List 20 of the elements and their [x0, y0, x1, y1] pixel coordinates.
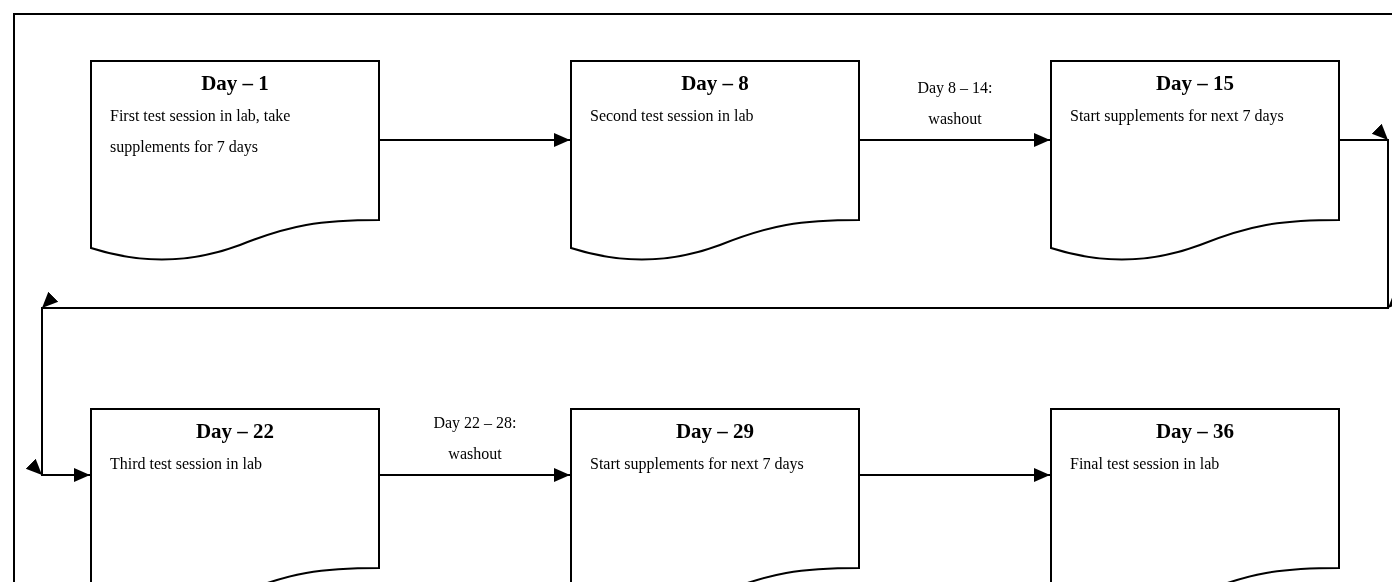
document-shape [90, 408, 380, 582]
step-description: Start supplements for next 7 days [1070, 106, 1285, 127]
arrow [859, 133, 1051, 147]
day-heading: Day – 22 [194, 418, 276, 444]
document-shape [1050, 408, 1340, 582]
day-heading: Day – 29 [674, 418, 756, 444]
arrow [379, 468, 571, 482]
step-description: First test session in lab, take supplements for 7 days [110, 106, 292, 158]
document-shape [570, 408, 860, 582]
step-description: Third test session in lab [110, 454, 263, 474]
step-description: Final test session in lab [1070, 454, 1221, 474]
day-heading: Day – 36 [1154, 418, 1236, 444]
day-heading: Day – 15 [1154, 70, 1236, 96]
day-heading: Day – 1 [200, 70, 270, 96]
arrow [26, 124, 1392, 482]
arrow [379, 133, 571, 147]
day-heading: Day – 8 [680, 70, 750, 96]
arrow [859, 468, 1051, 482]
step-description: Second test session in lab [590, 106, 755, 126]
step-description: Start supplements for next 7 days [590, 454, 805, 475]
